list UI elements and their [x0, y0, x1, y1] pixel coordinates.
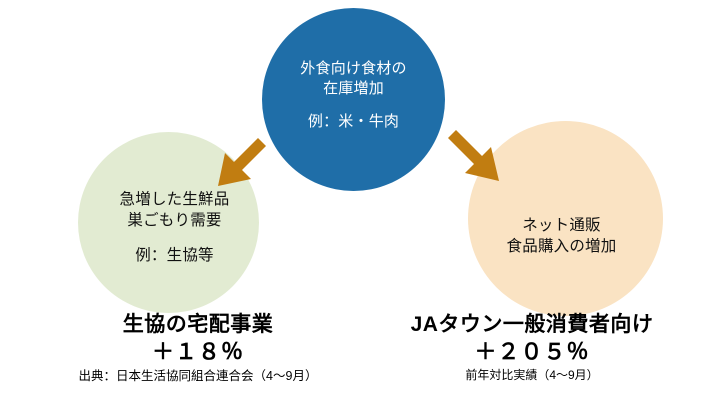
node-right-text: ネット通販 食品購入の増加 — [507, 216, 617, 258]
node-right-line1: ネット通販 — [522, 216, 601, 234]
caption-right-value: ＋２０５％ — [474, 338, 590, 364]
caption-right-source: 前年対比実績（4〜9月） — [465, 368, 599, 383]
node-circle-top: 外食向け食材の 在庫増加 例：米・牛肉 — [262, 8, 445, 191]
node-top-line3: 例：米・牛肉 — [307, 112, 400, 130]
arrow-down-right-icon — [448, 130, 499, 181]
node-left-line2: 巣ごもり需要 — [127, 212, 222, 230]
node-top-spacer — [300, 100, 406, 112]
caption-right: JAタウン一般消費者向け ＋２０５％ 前年対比実績（4〜9月） — [372, 313, 692, 384]
node-top-line1: 外食向け食材の — [300, 60, 407, 78]
arrow-down-left-icon — [218, 138, 266, 186]
node-right-line2: 食品購入の増加 — [506, 237, 617, 255]
caption-left-title: 生協の宅配事業 — [122, 313, 274, 336]
caption-left-value: ＋１８％ — [151, 338, 244, 364]
node-circle-right: ネット通販 食品購入の増加 — [468, 121, 663, 316]
node-left-text: 急増した生鮮品 巣ごもり需要 例：生協等 — [120, 190, 230, 267]
node-left-spacer — [120, 232, 230, 246]
node-left-line3: 例：生協等 — [135, 246, 214, 264]
node-top-text: 外食向け食材の 在庫増加 例：米・牛肉 — [300, 59, 406, 132]
node-left-line1: 急増した生鮮品 — [119, 191, 230, 209]
node-top-line2: 在庫増加 — [323, 80, 384, 98]
caption-right-title: JAタウン一般消費者向け — [410, 313, 654, 336]
caption-left-source: 出典：日本生活協同組合連合会（4〜9月） — [78, 369, 318, 384]
caption-left: 生協の宅配事業 ＋１８％ 出典：日本生活協同組合連合会（4〜9月） — [38, 313, 358, 385]
